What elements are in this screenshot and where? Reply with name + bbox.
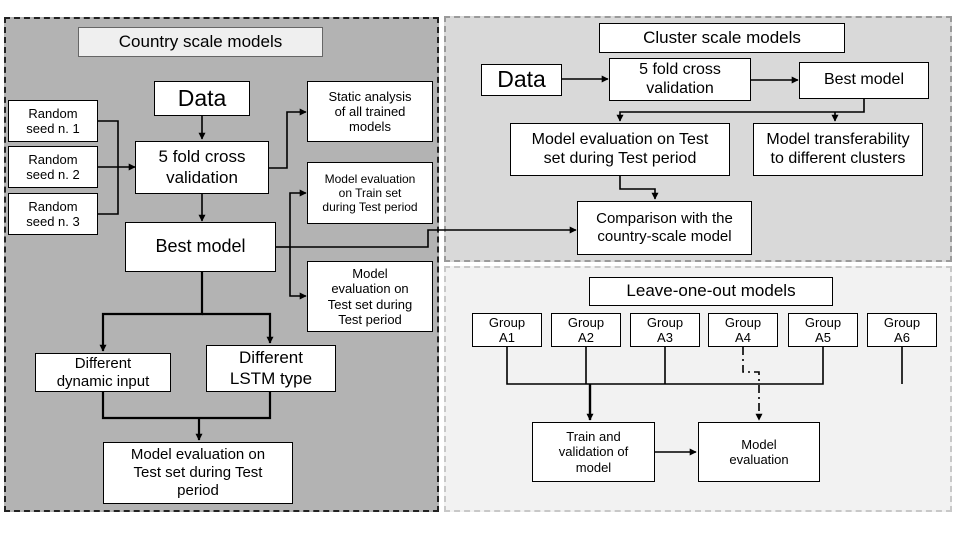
dynamic-input-box: Different dynamic input xyxy=(35,353,171,392)
eval-test-set-box: Model evaluation on Test set during Test… xyxy=(307,261,433,332)
group-a1-box: Group A1 xyxy=(472,313,542,347)
country-panel-title: Country scale models xyxy=(78,27,323,57)
train-validation-box: Train and validation of model xyxy=(532,422,655,482)
cluster-data-box: Data xyxy=(481,64,562,96)
group-a2-box: Group A2 xyxy=(551,313,621,347)
country-best-model-box: Best model xyxy=(125,222,276,272)
cluster-panel-title: Cluster scale models xyxy=(599,23,845,53)
group-a4-box: Group A4 xyxy=(708,313,778,347)
group-a6-box: Group A6 xyxy=(867,313,937,347)
comparison-box: Comparison with the country-scale model xyxy=(577,201,752,255)
final-evaluation-box: Model evaluation on Test set during Test… xyxy=(103,442,293,504)
lstm-type-box: Different LSTM type xyxy=(206,345,336,392)
random-seed-2-box: Random seed n. 2 xyxy=(8,146,98,188)
random-seed-1-box: Random seed n. 1 xyxy=(8,100,98,142)
cluster-cross-validation-box: 5 fold cross validation xyxy=(609,58,751,101)
country-data-box: Data xyxy=(154,81,250,116)
loo-model-evaluation-box: Model evaluation xyxy=(698,422,820,482)
transferability-box: Model transferability to different clust… xyxy=(753,123,923,176)
leave-one-out-panel xyxy=(444,266,952,512)
cluster-eval-test-box: Model evaluation on Test set during Test… xyxy=(510,123,730,176)
loo-panel-title: Leave-one-out models xyxy=(589,277,833,306)
cluster-best-model-box: Best model xyxy=(799,62,929,99)
country-cross-validation-box: 5 fold cross validation xyxy=(135,141,269,194)
static-analysis-box: Static analysis of all trained models xyxy=(307,81,433,142)
group-a5-box: Group A5 xyxy=(788,313,858,347)
group-a3-box: Group A3 xyxy=(630,313,700,347)
random-seed-3-box: Random seed n. 3 xyxy=(8,193,98,235)
eval-train-set-box: Model evaluation on Train set during Tes… xyxy=(307,162,433,224)
